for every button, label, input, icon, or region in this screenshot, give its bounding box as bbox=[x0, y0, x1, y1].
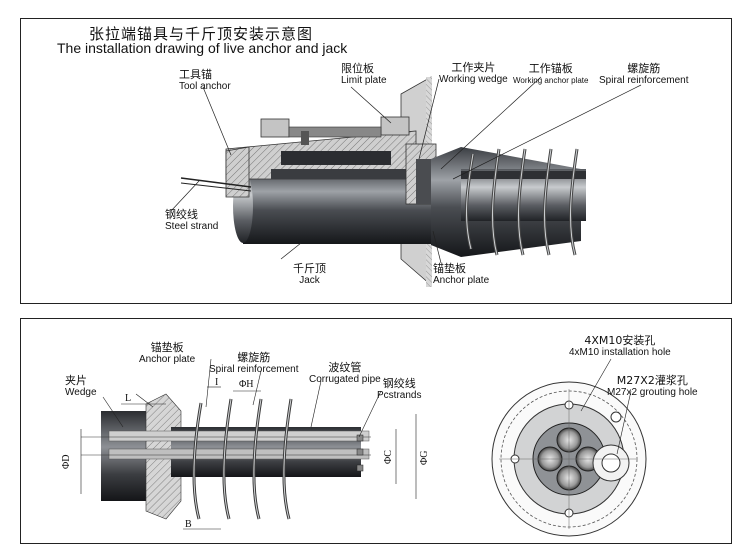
anchor-plate-label-bottom: 锚垫板 Anchor plate bbox=[139, 341, 196, 366]
dimension-drawing-panel: 锚垫板 Anchor plate 螺旋筋 Spiral reinforcemen… bbox=[20, 318, 732, 544]
working-wedge-label: 工作夹片 Working wedge bbox=[439, 61, 508, 86]
installation-hole-label: 4XM10安装孔 4xM10 installation hole bbox=[569, 334, 671, 359]
anchor-plate-label: 锚垫板 Anchor plate bbox=[433, 262, 490, 287]
dimension-I: I bbox=[215, 377, 219, 388]
tool-anchor-label: 工具锚 Tool anchor bbox=[179, 68, 231, 93]
wedge-label: 夹片 Wedge bbox=[65, 374, 97, 399]
dimension-phiC: ΦC bbox=[383, 450, 394, 464]
jack-label: 千斤顶 Jack bbox=[293, 262, 326, 287]
dimension-L: L bbox=[125, 393, 132, 404]
limit-plate-label: 限位板 Limit plate bbox=[341, 62, 387, 87]
dimension-phiH: ΦH bbox=[239, 379, 254, 390]
installation-drawing-panel: 张拉端锚具与千斤顶安装示意图 The installation drawing … bbox=[20, 18, 732, 304]
working-anchor-plate-label: 工作锚板 Working anchor plate bbox=[513, 62, 589, 86]
steel-strand-label: 钢绞线 Steel strand bbox=[165, 208, 219, 233]
spiral-reinforcement-label-bottom: 螺旋筋 Spiral reinforcement bbox=[209, 351, 299, 376]
dimension-phiG: ΦG bbox=[419, 450, 430, 465]
corrugated-pipe-label: 波纹管 Corrugated pipe bbox=[309, 361, 381, 386]
anchor-front-view bbox=[491, 381, 647, 537]
dimension-B: B bbox=[185, 519, 192, 530]
pcstrands-label: 钢绞线 Pcstrands bbox=[377, 377, 422, 402]
grouting-hole-label: M27X2灌浆孔 M27x2 grouting hole bbox=[607, 374, 698, 399]
title-chinese: 张拉端锚具与千斤顶安装示意图 bbox=[89, 25, 314, 43]
anchor-section-drawing bbox=[80, 358, 647, 537]
jack-anchor-drawing bbox=[170, 76, 642, 287]
dimension-phiD: ΦD bbox=[61, 454, 72, 469]
title-english: The installation drawing of live anchor … bbox=[57, 40, 348, 56]
jack-cylinder bbox=[243, 169, 433, 244]
spiral-reinforcement-label: 螺旋筋 Spiral reinforcement bbox=[599, 62, 689, 87]
